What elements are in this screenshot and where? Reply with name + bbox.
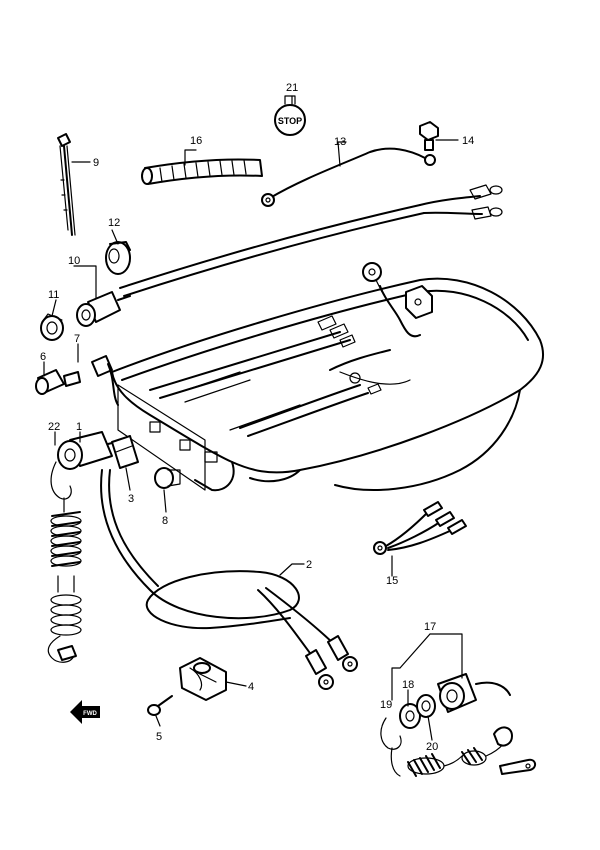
callout-19: 19 <box>380 699 392 711</box>
callout-1: 1 <box>76 421 82 433</box>
callout-21: 21 <box>286 82 298 94</box>
callout-17: 17 <box>424 621 436 633</box>
callout-7: 7 <box>74 333 80 345</box>
part-10-11-connector <box>40 291 131 341</box>
callout-18: 18 <box>402 679 414 691</box>
callout-13: 13 <box>334 136 346 148</box>
part-15-lead <box>373 501 467 555</box>
part-2-battery-cable <box>100 469 358 690</box>
part-8-plug <box>154 467 181 489</box>
callout-labels: 9 16 21 13 14 12 10 11 6 7 22 1 3 8 2 4 … <box>40 82 474 753</box>
callout-5: 5 <box>156 731 162 743</box>
cover-housing <box>111 277 545 492</box>
part-18-washer <box>399 703 421 729</box>
part-22-lanyard-coil <box>47 497 82 663</box>
fwd-arrow-icon: FWD <box>70 700 100 724</box>
wire-harness-13 <box>119 147 503 297</box>
part-4-clamp <box>179 657 227 701</box>
callout-10: 10 <box>68 255 80 267</box>
callout-14: 14 <box>462 135 474 147</box>
part-20-ring <box>416 694 436 718</box>
callout-9: 9 <box>93 157 99 169</box>
callout-8: 8 <box>162 515 168 527</box>
internal-wiring <box>149 262 433 437</box>
fwd-label: FWD <box>83 711 97 717</box>
callout-15: 15 <box>386 575 398 587</box>
part-21-stop-switch: STOP <box>274 95 306 136</box>
part-3-grommet <box>111 435 139 469</box>
part-12-grommet <box>105 241 131 275</box>
callout-12: 12 <box>108 217 120 229</box>
callout-3: 3 <box>128 493 134 505</box>
callout-16: 16 <box>190 135 202 147</box>
leader-lines <box>43 95 463 741</box>
callout-20: 20 <box>426 741 438 753</box>
part-6-7-knob <box>35 355 119 406</box>
callout-22: 22 <box>48 421 60 433</box>
part-16-sleeve <box>141 158 263 185</box>
part-17-switch-assembly <box>437 673 511 713</box>
part-5-screw <box>147 695 173 716</box>
callout-6: 6 <box>40 351 46 363</box>
part-14-screw <box>419 121 439 151</box>
part-9-cable-tie <box>57 133 76 236</box>
callout-4: 4 <box>248 681 254 693</box>
part-19-lanyard <box>380 717 536 777</box>
callout-11: 11 <box>48 289 59 301</box>
stop-label: STOP <box>278 116 302 126</box>
callout-2: 2 <box>306 559 312 571</box>
